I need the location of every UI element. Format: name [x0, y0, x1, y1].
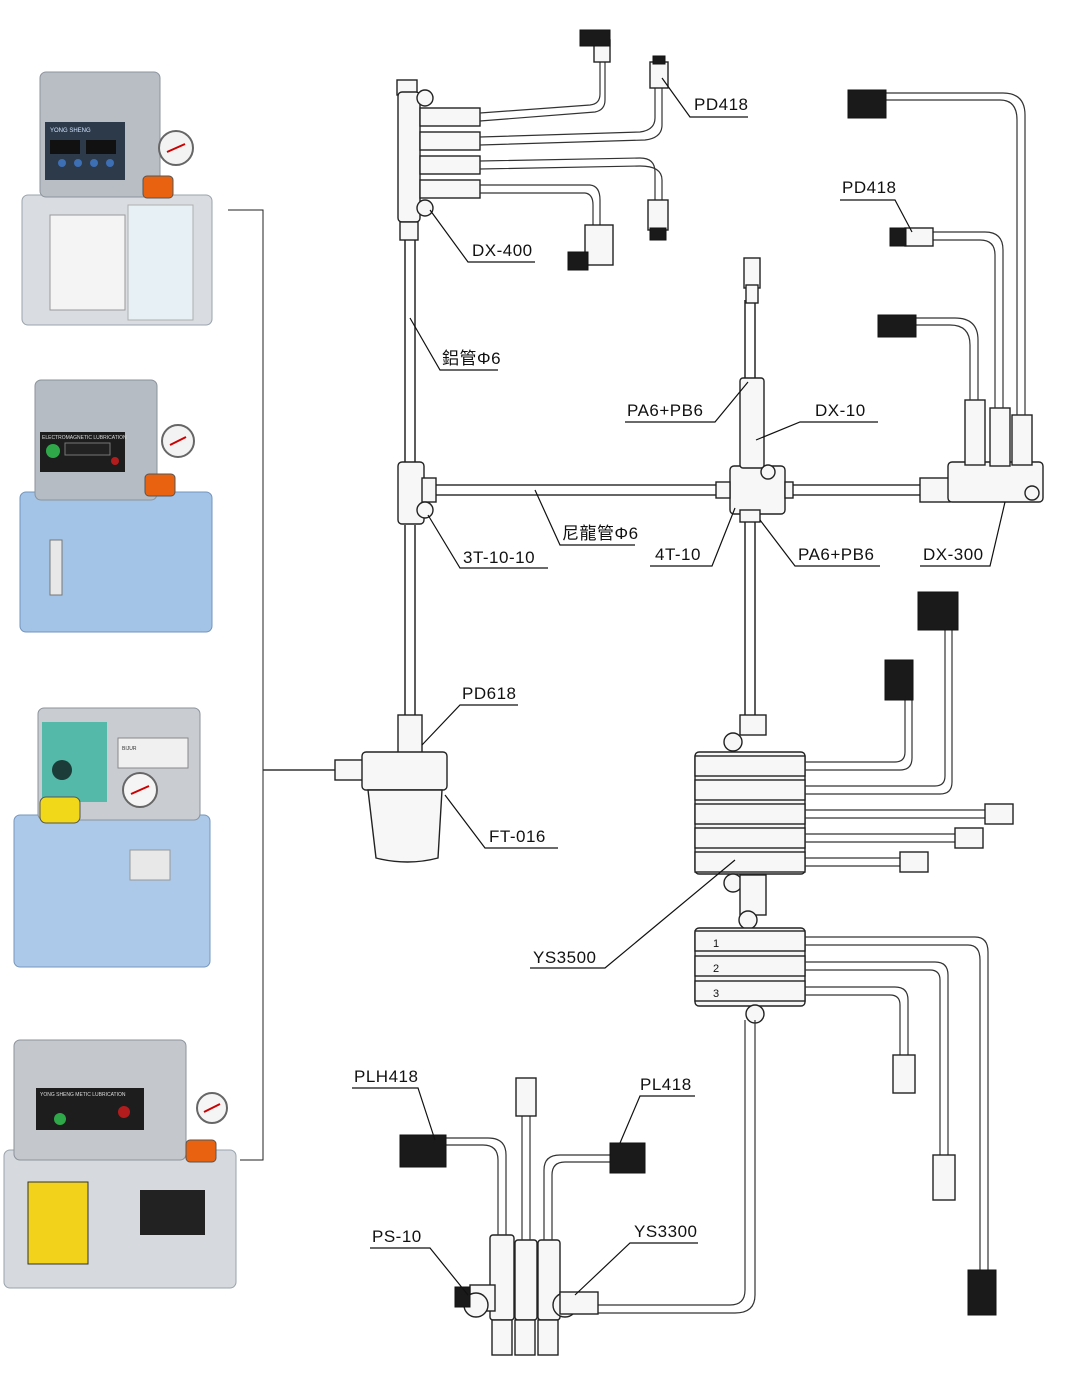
label-dx400: DX-400 [472, 241, 533, 260]
label-ys3500: YS3500 [533, 948, 597, 967]
dx300-distributor [847, 89, 1044, 503]
label-pd418-right: PD418 [842, 178, 896, 197]
filter-ft016 [334, 714, 448, 863]
annotations: PD418 DX-400 鋁管Φ6 PD418 PA6+PB6 DX-10 尼龍… [352, 77, 1006, 1296]
label-pd418-top: PD418 [694, 95, 748, 114]
cross-4t-10 [715, 257, 794, 523]
label-ft016: FT-016 [489, 827, 546, 846]
label-ps10: PS-10 [372, 1227, 422, 1246]
pump-2-panel-text: ELECTROMAGNETIC LUBRICATION [42, 435, 127, 441]
label-pa6pb6-upper: PA6+PB6 [627, 401, 703, 420]
label-aluminium-pipe: 鋁管Φ6 [442, 349, 501, 368]
pump-4-panel-text: YONG SHENG METIC LUBRICATION [40, 1092, 126, 1098]
label-pl418: PL418 [640, 1075, 692, 1094]
block-number-2: 2 [713, 963, 719, 975]
block-number-3: 3 [713, 988, 719, 1000]
main-pipes [404, 235, 920, 720]
label-dx10: DX-10 [815, 401, 866, 420]
label-ys3300: YS3300 [634, 1222, 698, 1241]
pump-1-panel-text: YONG SHENG [50, 128, 91, 134]
label-cross-4t: 4T-10 [655, 545, 701, 564]
label-plh418: PLH418 [354, 1067, 418, 1086]
pump-3: BIJUR [13, 707, 211, 968]
label-dx300: DX-300 [923, 545, 984, 564]
pump-3-cap [39, 796, 81, 824]
numbered-distributor: 1 2 3 [595, 910, 997, 1316]
dx400-distributor [396, 29, 669, 271]
label-nylon-pipe: 尼龍管Φ6 [562, 524, 639, 543]
label-tee-3t: 3T-10-10 [463, 548, 535, 567]
pump-connection-bracket [228, 209, 335, 1161]
pump-4: YONG SHENG METIC LUBRICATION [3, 1039, 237, 1289]
ys3300-distributor [399, 1077, 646, 1356]
pump-1: YONG SHENG [21, 71, 213, 326]
tee-3t-10-10 [397, 461, 437, 525]
pump-1-cap [142, 175, 174, 199]
pump-4-cap [185, 1139, 217, 1163]
ys3500-distributor [694, 591, 1014, 916]
pump-2: ELECTROMAGNETIC LUBRICATION [19, 379, 213, 633]
label-pa6pb6-lower: PA6+PB6 [798, 545, 874, 564]
pump-2-cap [144, 473, 176, 497]
pump-3-panel-text: BIJUR [122, 746, 137, 752]
block-number-1: 1 [713, 938, 719, 950]
label-pd618: PD618 [462, 684, 516, 703]
